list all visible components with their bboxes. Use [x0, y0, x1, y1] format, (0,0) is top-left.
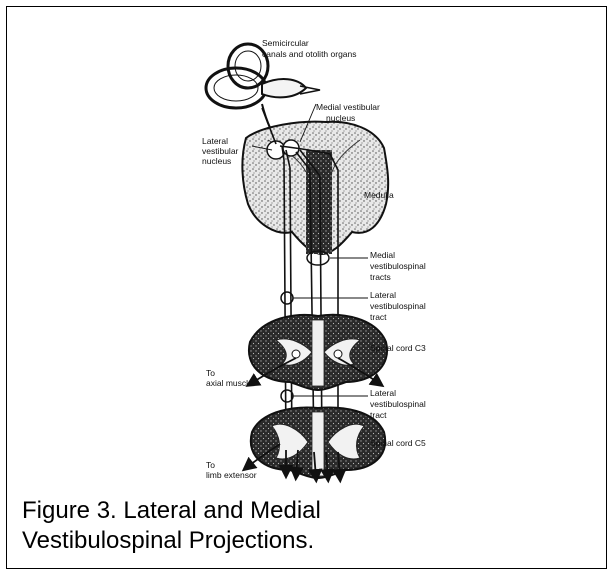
caption-line-1: Figure 3. Lateral and Medial	[22, 496, 582, 526]
label-spinal-c3: Spinal cord C3	[370, 343, 426, 353]
spinal-cord-c3-drawing	[249, 315, 387, 390]
label-limb-extensor-1: To	[206, 460, 215, 470]
label-lateral-tract-upper-2: vestibulospinal	[370, 301, 426, 311]
label-lateral-tract-lower-2: vestibulospinal	[370, 399, 426, 409]
figure-caption: Figure 3. Lateral and Medial Vestibulosp…	[22, 496, 582, 556]
label-medial-tracts-1: Medial	[370, 250, 395, 260]
label-medial-tracts-2: vestibulospinal	[370, 261, 426, 271]
label-lateral-tract-lower-3: tract	[370, 410, 387, 420]
label-semicircular-2: canals and otolith organs	[262, 49, 357, 59]
label-medial-nucleus-2: nucleus	[326, 113, 355, 123]
spinal-cord-c5-drawing	[251, 408, 385, 478]
label-lateral-tract-lower-1: Lateral	[370, 388, 396, 398]
label-lateral-nucleus-2: vestibular	[202, 146, 239, 156]
label-limb-extensor-2: limb extensor	[206, 470, 257, 480]
label-axial-muscle-2: axial muscle	[206, 378, 253, 388]
label-spinal-c5: Spinal cord C5	[370, 438, 426, 448]
label-lateral-nucleus-1: Lateral	[202, 136, 228, 146]
label-lateral-nucleus-3: nucleus	[202, 156, 231, 166]
label-semicircular-1: Semicircular	[262, 38, 309, 48]
medulla-drawing	[242, 122, 388, 254]
label-lateral-tract-upper-3: tract	[370, 312, 387, 322]
label-medulla: Medulla	[364, 190, 394, 200]
label-medial-tracts-3: tracts	[370, 272, 391, 282]
label-lateral-tract-upper-1: Lateral	[370, 290, 396, 300]
label-axial-muscle-1: To	[206, 368, 215, 378]
caption-line-2: Vestibulospinal Projections.	[22, 526, 582, 556]
label-medial-nucleus-1: Medial vestibular	[316, 102, 380, 112]
